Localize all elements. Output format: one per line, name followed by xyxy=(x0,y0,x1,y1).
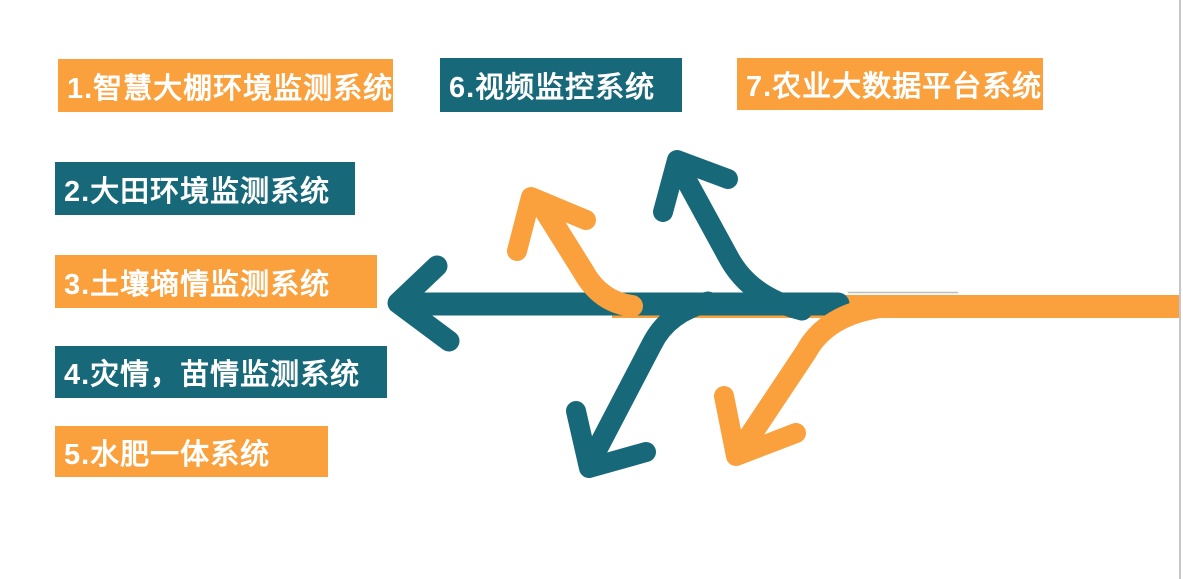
video-surveillance-label: 6.视频监控系统 xyxy=(440,58,682,112)
soil-moisture-monitoring-label: 3.土壤墒情监测系统 xyxy=(55,255,377,308)
orange-down-arrow-shaft xyxy=(731,296,891,459)
agri-big-data-platform-label: 7.农业大数据平台系统 xyxy=(737,58,1043,110)
disaster-seedling-monitoring-label: 4.灾情，苗情监测系统 xyxy=(55,346,387,398)
teal-up-arrow-head xyxy=(653,150,738,222)
field-env-monitoring-label: 2.大田环境监测系统 xyxy=(55,162,355,215)
teal-left-arrow-head xyxy=(387,255,460,352)
smart-greenhouse-env-monitoring-label: 1.智慧大棚环境监测系统 xyxy=(58,59,393,112)
teal-up-arrow-shaft xyxy=(672,163,813,321)
teal-down-arrow-shaft xyxy=(582,291,719,468)
water-fertilizer-integration-label: 5.水肥一体系统 xyxy=(55,426,328,477)
teal-down-arrow-head xyxy=(566,401,656,478)
orange-up-arrow-shaft xyxy=(532,196,643,317)
orange-up-arrow-head xyxy=(507,187,596,261)
orange-down-arrow-head xyxy=(714,386,806,466)
